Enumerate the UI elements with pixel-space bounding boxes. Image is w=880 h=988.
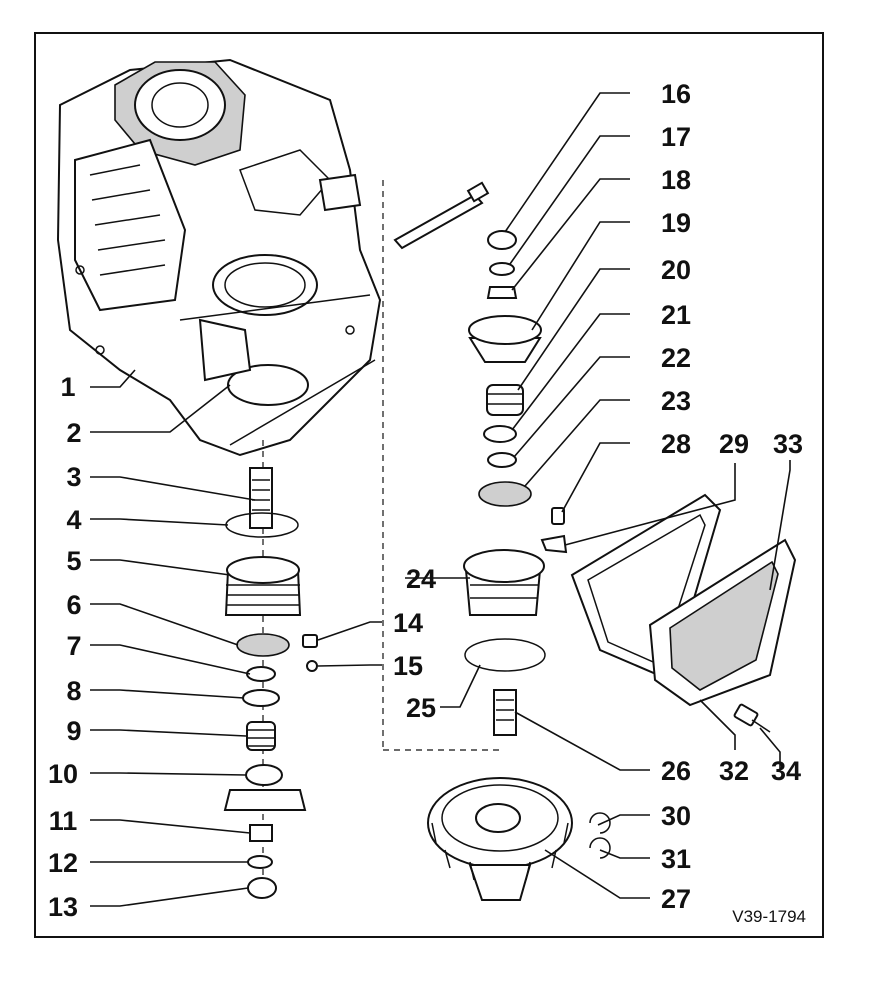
callout-25: 25 — [406, 693, 436, 723]
callout-14: 14 — [393, 608, 423, 638]
callout-19: 19 — [661, 208, 691, 238]
callout-1: 1 — [60, 372, 75, 402]
ring-gear — [427, 777, 611, 901]
callout-17: 17 — [661, 122, 691, 152]
callout-23: 23 — [661, 386, 691, 416]
callout-6: 6 — [66, 590, 81, 620]
callout-30: 30 — [661, 801, 691, 831]
callout-26: 26 — [661, 756, 691, 786]
callout-12: 12 — [48, 848, 78, 878]
callout-34: 34 — [771, 756, 801, 786]
left-shaft-stack — [223, 467, 318, 899]
callout-2: 2 — [66, 418, 81, 448]
callout-7: 7 — [66, 631, 81, 661]
callout-21: 21 — [661, 300, 691, 330]
callout-22: 22 — [661, 343, 691, 373]
callout-27: 27 — [661, 884, 691, 914]
callout-29: 29 — [719, 429, 749, 459]
gearbox-housing — [56, 58, 382, 457]
callout-20: 20 — [661, 255, 691, 285]
callout-31: 31 — [661, 844, 691, 874]
callout-4: 4 — [66, 505, 81, 535]
leader-lines — [90, 92, 791, 907]
callout-15: 15 — [393, 651, 423, 681]
callout-9: 9 — [66, 716, 81, 746]
callout-8: 8 — [66, 676, 81, 706]
callout-11: 11 — [49, 806, 78, 836]
callout-5: 5 — [66, 546, 81, 576]
callout-24: 24 — [406, 564, 436, 594]
reference-code: V39-1794 — [732, 907, 806, 926]
callout-3: 3 — [66, 462, 81, 492]
callout-labels: 1 2 3 4 5 6 7 8 9 10 11 12 13 14 15 16 1… — [48, 79, 803, 922]
assembly-axes — [262, 180, 500, 900]
callout-13: 13 — [48, 892, 78, 922]
centre-bearing-stack — [463, 230, 568, 736]
callout-16: 16 — [661, 79, 691, 109]
callout-10: 10 — [48, 759, 78, 789]
callout-18: 18 — [661, 165, 691, 195]
callout-33: 33 — [773, 429, 803, 459]
callout-32: 32 — [719, 756, 749, 786]
diagram-frame — [34, 32, 824, 938]
callout-28: 28 — [661, 429, 691, 459]
oil-pan-and-gasket — [570, 493, 797, 733]
dipstick-tube — [393, 181, 490, 250]
